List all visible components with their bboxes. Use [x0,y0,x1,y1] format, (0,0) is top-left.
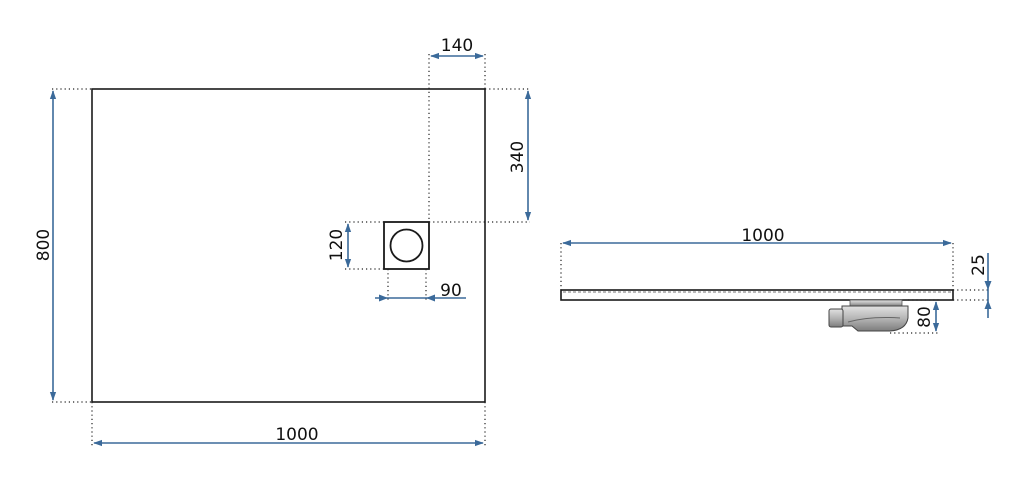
tray-profile [560,289,954,301]
drain-circle [389,228,424,263]
dim-label-offset-x: 140 [441,36,473,56]
thickness-arrow-top [984,281,992,290]
dim-label-thickness: 25 [969,254,989,276]
drain-square [383,221,430,270]
drain-width-arrow-right [426,294,435,302]
extension-lines [52,54,530,446]
dim-label-drain-width: 90 [440,281,462,301]
drain-width-arrow-left [379,294,388,302]
side-extension-lines [560,243,990,334]
dim-label-depth: 800 [34,229,54,261]
thickness-arrow-bottom [984,300,992,309]
top-view: 1000 800 140 340 120 90 [34,36,532,447]
dim-label-drain-height: 120 [327,229,347,261]
shower-tray-outline [91,88,486,403]
siphon-drain [828,299,909,332]
dim-label-length: 1000 [741,226,784,246]
drain-grate [383,221,430,270]
dim-label-drain-depth: 80 [915,306,935,328]
dim-label-width: 1000 [275,425,318,445]
dim-label-offset-y: 340 [508,141,528,173]
side-view: 1000 25 80 [560,226,992,334]
